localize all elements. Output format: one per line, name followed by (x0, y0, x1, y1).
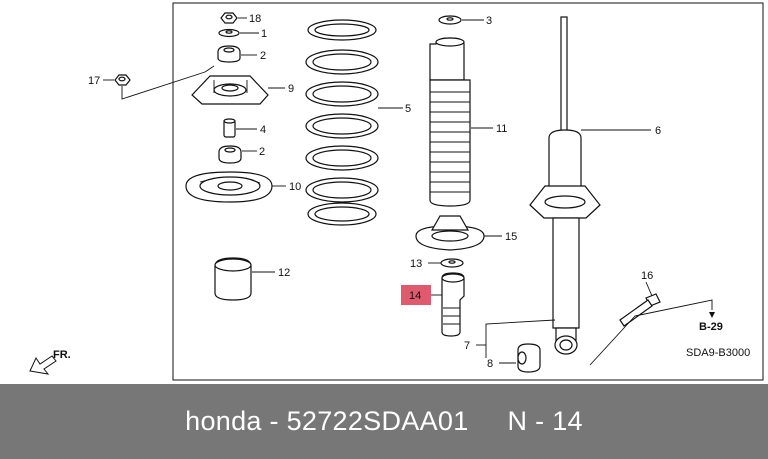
part-8-bushing (517, 343, 541, 373)
callout-17: 17 (88, 75, 100, 87)
part-14-bump-stop (441, 272, 465, 337)
part-15-spring-seat (415, 215, 485, 251)
part-2-upper-bushing (217, 45, 241, 63)
callout-5: 5 (405, 103, 411, 115)
callout-2-lower: 2 (259, 146, 265, 158)
callout-16: 16 (641, 270, 653, 282)
part-10-spring-seat (185, 171, 273, 203)
part-caption: honda - 52722SDAA01 N - 14 (185, 406, 583, 436)
part-2-lower-bushing (218, 145, 242, 164)
callout-14-highlight (401, 285, 431, 305)
callout-12: 12 (278, 267, 290, 279)
caption-bar: honda - 52722SDAA01 N - 14 (0, 384, 768, 459)
part-1-washer (218, 28, 240, 38)
part-5-coil-spring (305, 19, 379, 226)
part-6-shock-absorber (529, 16, 601, 355)
callout-4: 4 (260, 124, 266, 136)
part-11-dust-boot (429, 37, 471, 207)
callout-14: 14 (409, 290, 421, 302)
callout-15: 15 (505, 231, 517, 243)
callout-2-upper: 2 (260, 50, 266, 62)
part-13-washer (440, 258, 464, 268)
part-12-rubber-block (214, 257, 252, 301)
exploded-parts-diagram: 18 1 2 9 17 4 2 (29, 2, 764, 381)
callout-6: 6 (655, 125, 661, 137)
callout-18: 18 (249, 13, 261, 25)
front-label: FR. (53, 349, 71, 361)
part-3-cap (438, 15, 462, 25)
part-4-collar (223, 118, 236, 138)
front-direction-marker: FR. (29, 349, 71, 375)
part-17-nut (114, 74, 131, 86)
callout-11: 11 (496, 123, 507, 135)
callout-7: 7 (464, 340, 470, 352)
callout-1: 1 (261, 28, 267, 40)
part-18-nut (220, 12, 238, 24)
callout-8: 8 (487, 358, 493, 370)
part-9-upper-mount (191, 75, 269, 105)
callout-13: 13 (410, 258, 422, 270)
callout-3: 3 (486, 15, 492, 27)
diagram-frame (172, 2, 764, 381)
diagram-code: SDA9-B3000 (686, 347, 750, 359)
part-16-bolt (619, 293, 661, 327)
callout-10: 10 (289, 181, 301, 193)
callout-9: 9 (288, 83, 294, 95)
reference-label: B-29 (699, 321, 723, 333)
